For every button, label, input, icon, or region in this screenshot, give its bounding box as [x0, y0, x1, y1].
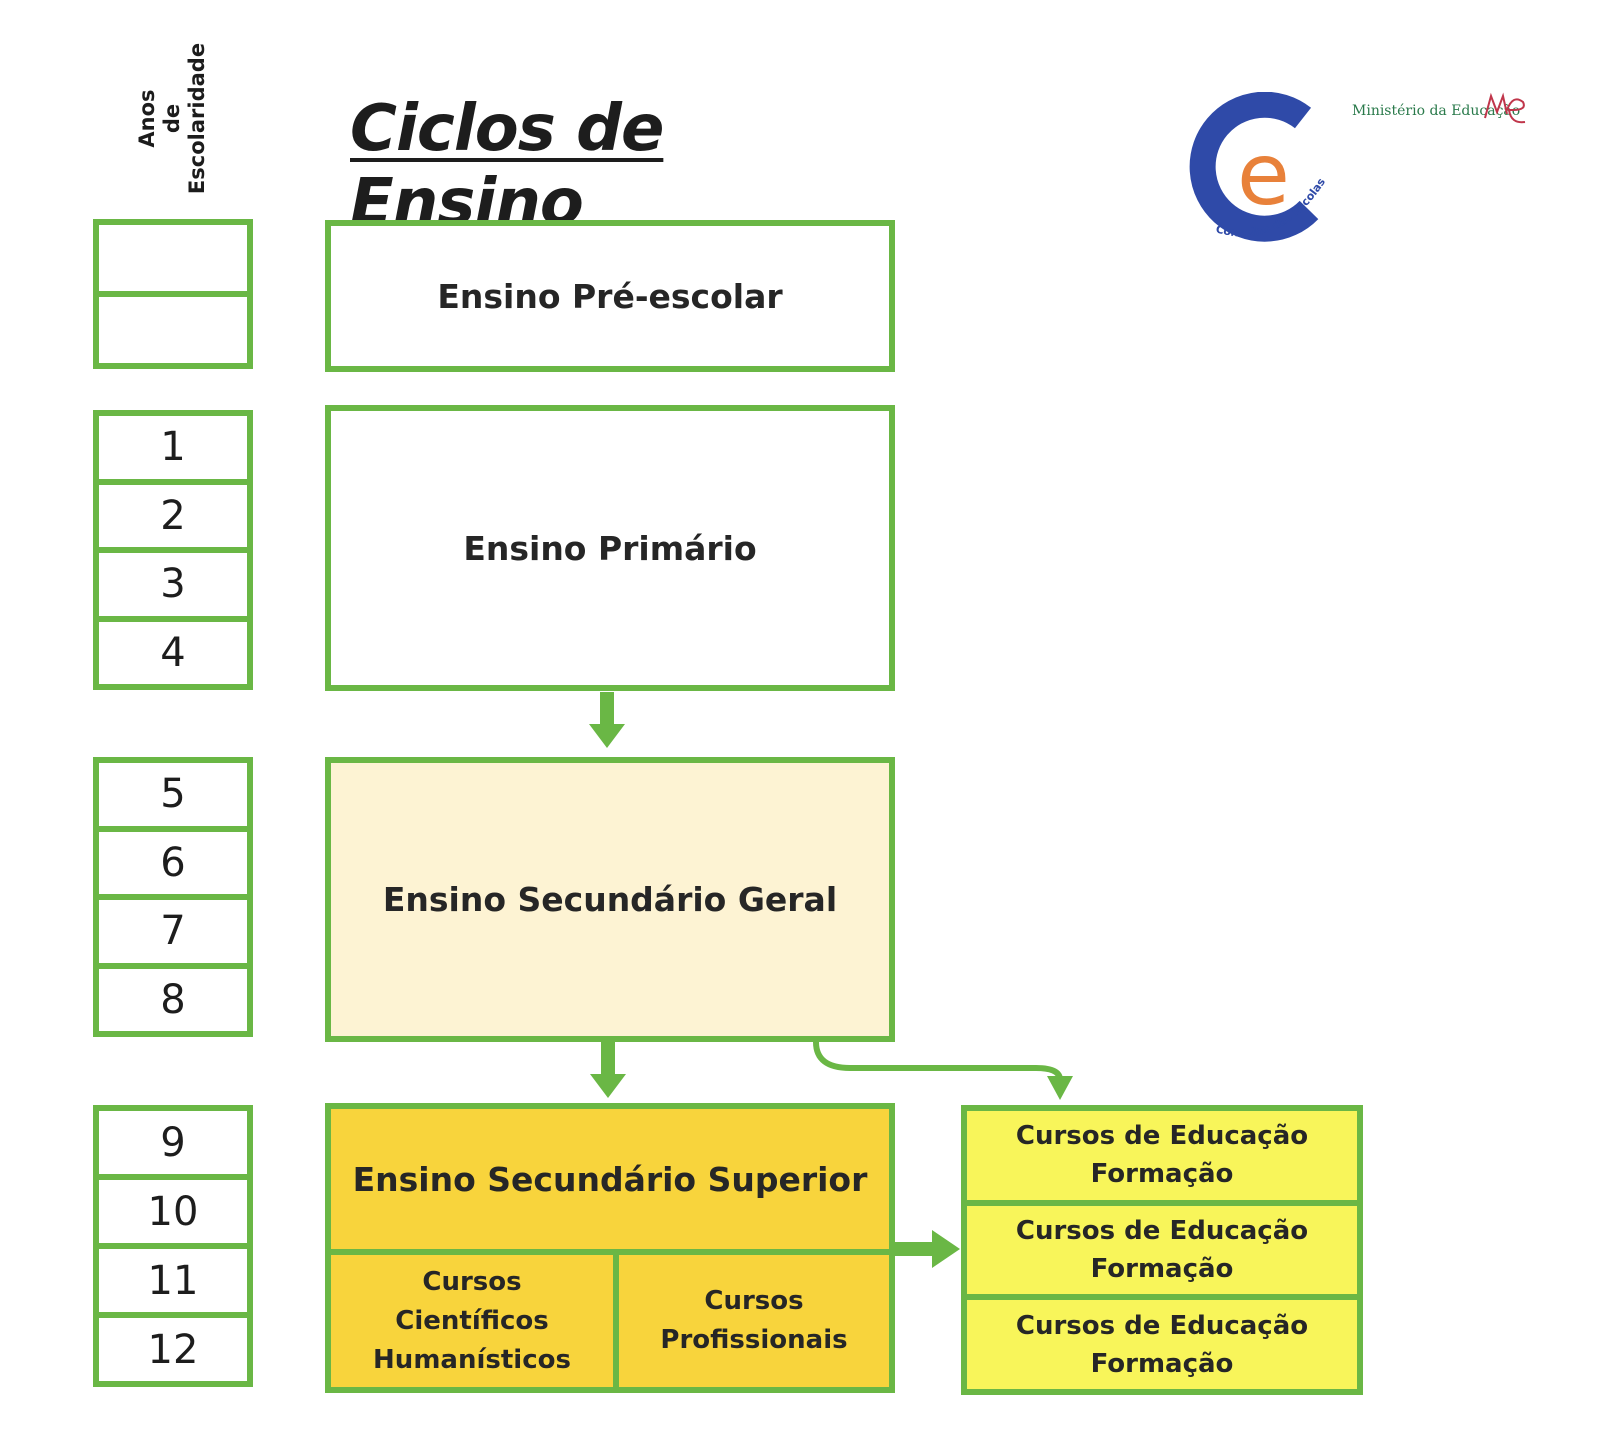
cef-box-1: Cursos de Educação Formação: [967, 1111, 1357, 1206]
stage-pre-escolar-label: Ensino Pré-escolar: [437, 276, 783, 316]
year-cell-12: 12: [93, 1312, 253, 1387]
cef-box-3: Cursos de Educação Formação: [967, 1300, 1357, 1389]
cef-box-3-line-1: Cursos de Educação: [1015, 1310, 1309, 1341]
axis-label-line-1: Anos: [135, 88, 160, 148]
year-cell-5: 5: [93, 757, 253, 832]
stage-secundario-superior: Ensino Secundário Superior Cursos Cientí…: [325, 1103, 895, 1393]
cef-box-2-line-2: Formação: [1090, 1254, 1234, 1284]
year-cell-7: 7: [93, 894, 253, 969]
cef-stack: Cursos de Educação Formação Cursos de Ed…: [961, 1105, 1363, 1395]
years-group-secundario-superior: 9 10 11 12: [93, 1105, 253, 1387]
stage-primario-label: Ensino Primário: [463, 528, 757, 568]
track-profissionais: Cursos Profissionais: [619, 1255, 889, 1387]
track-cientificos-line-2: Científicos: [395, 1305, 549, 1336]
year-cell-6: 6: [93, 825, 253, 900]
arrow-superior-to-cef: [895, 1230, 960, 1268]
stage-pre-escolar: Ensino Pré-escolar: [325, 220, 895, 372]
year-cell-9: 9: [93, 1105, 253, 1180]
year-cell: [93, 219, 253, 297]
years-group-pre-escolar: [93, 219, 253, 369]
track-profissionais-line-2: Profissionais: [660, 1325, 848, 1355]
stage-primario: Ensino Primário: [325, 405, 895, 691]
conselho-das-escolas-logo: e Conselho das Escolas: [1189, 92, 1328, 242]
cef-box-1-line-2: Formação: [1090, 1159, 1234, 1190]
year-cell-10: 10: [93, 1174, 253, 1249]
arrow-geral-to-superior: [590, 1042, 626, 1098]
diagram-title: Ciclos de Ensino: [350, 92, 664, 240]
stage-secundario-geral-label: Ensino Secundário Geral: [382, 880, 838, 919]
cef-box-3-line-2: Formação: [1090, 1348, 1234, 1379]
cef-box-2-line-1: Cursos de Educação: [1015, 1216, 1309, 1246]
years-group-primario: 1 2 3 4: [93, 410, 253, 690]
year-cell: [93, 291, 253, 369]
track-cientificos-line-1: Cursos: [422, 1266, 522, 1297]
year-cell-4: 4: [93, 615, 253, 690]
stage-secundario-superior-label: Ensino Secundário Superior: [352, 1159, 868, 1199]
ministerio-logo-text: Ministério da Educação: [1352, 103, 1521, 119]
stage-secundario-geral: Ensino Secundário Geral: [325, 757, 895, 1042]
track-profissionais-line-1: Cursos: [704, 1286, 804, 1316]
year-cell-2: 2: [93, 478, 253, 553]
year-cell-11: 11: [93, 1243, 253, 1318]
years-axis-label: Anos de Escolaridade: [118, 38, 228, 198]
cef-box-2: Cursos de Educação Formação: [967, 1206, 1357, 1301]
arrow-primario-to-geral: [589, 692, 625, 748]
logo-e-letter: e: [1237, 125, 1290, 225]
years-group-secundario-geral: 5 6 7 8: [93, 757, 253, 1037]
year-cell-3: 3: [93, 547, 253, 622]
ministerio-logo-mark: [1484, 92, 1526, 124]
year-cell-1: 1: [93, 410, 253, 485]
track-cientificos-humanisticos: Cursos Científicos Humanísticos: [331, 1255, 619, 1387]
track-cientificos-line-3: Humanísticos: [373, 1344, 571, 1375]
axis-label-line-3: Escolaridade: [185, 42, 210, 194]
axis-label-line-2: de: [160, 103, 185, 133]
stage-secundario-superior-header: Ensino Secundário Superior: [331, 1109, 889, 1255]
year-cell-8: 8: [93, 962, 253, 1037]
arrow-geral-to-cef: [813, 1041, 1073, 1100]
cef-box-1-line-1: Cursos de Educação: [1015, 1121, 1309, 1152]
